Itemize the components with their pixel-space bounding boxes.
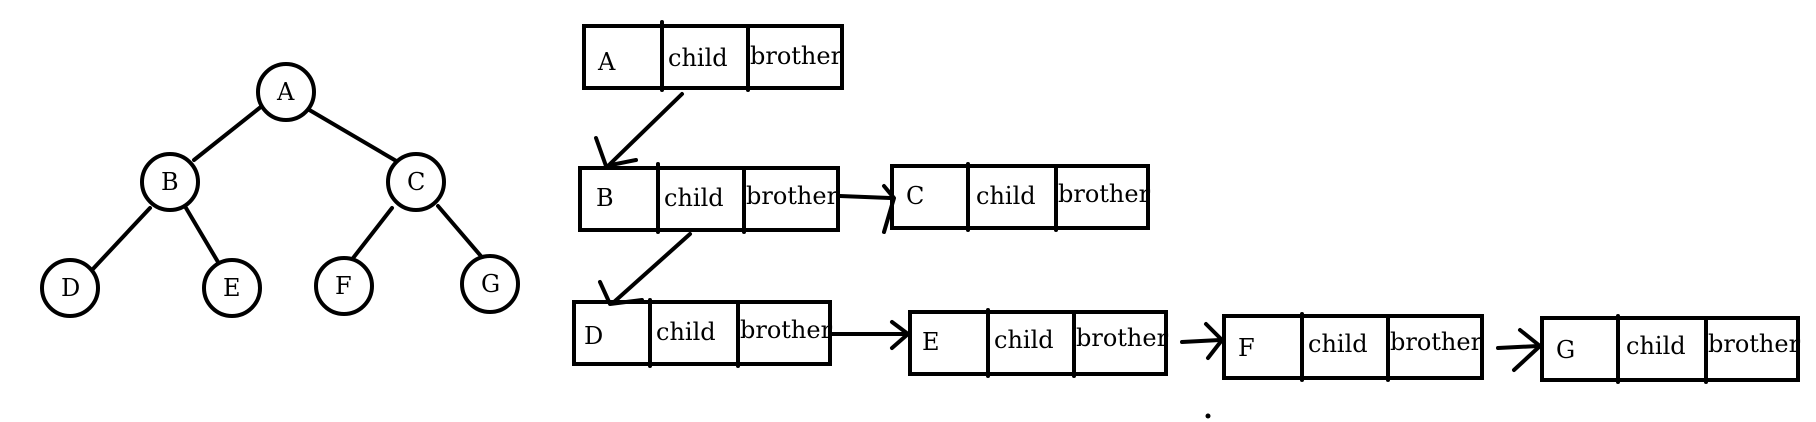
tree-node-c: C bbox=[386, 152, 446, 212]
record-brother-field: brother bbox=[750, 42, 843, 70]
arrow-e-brother-to-f bbox=[1180, 322, 1224, 360]
tree-node-b: B bbox=[140, 152, 200, 212]
arrow-b-child-to-d bbox=[598, 232, 692, 306]
tree-node-a: A bbox=[256, 62, 316, 122]
record-child-field: child bbox=[994, 326, 1054, 354]
record-child-field: child bbox=[1308, 330, 1368, 358]
tree-edge-c-f bbox=[348, 206, 394, 264]
record-child-field: child bbox=[976, 182, 1036, 210]
tree-node-e: E bbox=[202, 258, 262, 318]
arrow-b-brother-to-c bbox=[838, 184, 896, 234]
record-e: E child brother bbox=[908, 308, 1169, 378]
record-child-field: child bbox=[664, 184, 724, 212]
record-brother-field: brother bbox=[1076, 324, 1169, 352]
record-child-field: child bbox=[1626, 332, 1686, 360]
record-a: A child brother bbox=[582, 20, 844, 92]
tree-edge-a-b bbox=[192, 104, 264, 162]
tree-node-label: C bbox=[407, 168, 425, 196]
tree-node-d: D bbox=[40, 258, 100, 318]
record-child-field: child bbox=[668, 44, 728, 72]
record-brother-field: brother bbox=[746, 182, 839, 210]
tree-node-label: A bbox=[276, 78, 295, 106]
binary-tree: A B C D E F G bbox=[40, 62, 520, 318]
record-c: C child brother bbox=[890, 162, 1151, 232]
record-brother-field: brother bbox=[1058, 180, 1151, 208]
tree-edge-b-e bbox=[184, 206, 220, 264]
tree-node-label: D bbox=[61, 274, 80, 302]
arrow-a-child-to-b bbox=[594, 92, 684, 168]
record-label: A bbox=[597, 48, 616, 76]
stray-dot bbox=[1205, 413, 1211, 419]
record-f: F child brother bbox=[1222, 312, 1484, 382]
arrow-d-brother-to-e bbox=[830, 320, 910, 350]
record-brother-field: brother bbox=[1708, 330, 1801, 358]
record-b: B child brother bbox=[578, 162, 840, 234]
record-brother-field: brother bbox=[1390, 328, 1483, 356]
pointer-arrows bbox=[594, 92, 1542, 372]
record-label: C bbox=[906, 182, 924, 210]
record-g: G child brother bbox=[1540, 314, 1801, 384]
tree-node-g: G bbox=[460, 254, 520, 314]
tree-edge-b-d bbox=[90, 206, 152, 272]
child-brother-records: A child brother B child brother C child … bbox=[572, 20, 1801, 384]
tree-node-label: F bbox=[335, 272, 352, 300]
tree-node-f: F bbox=[314, 256, 374, 316]
tree-edge-a-c bbox=[304, 106, 400, 164]
arrow-f-brother-to-g bbox=[1496, 328, 1542, 372]
record-label: E bbox=[922, 328, 940, 356]
record-label: D bbox=[584, 322, 603, 350]
record-d: D child brother bbox=[572, 298, 833, 368]
record-label: F bbox=[1238, 334, 1255, 362]
tree-edge-c-g bbox=[436, 204, 488, 264]
record-label: B bbox=[596, 184, 614, 212]
tree-node-label: G bbox=[481, 270, 500, 298]
tree-node-label: B bbox=[161, 168, 179, 196]
record-label: G bbox=[1556, 336, 1575, 364]
record-child-field: child bbox=[656, 318, 716, 346]
tree-node-label: E bbox=[223, 274, 241, 302]
record-brother-field: brother bbox=[740, 316, 833, 344]
